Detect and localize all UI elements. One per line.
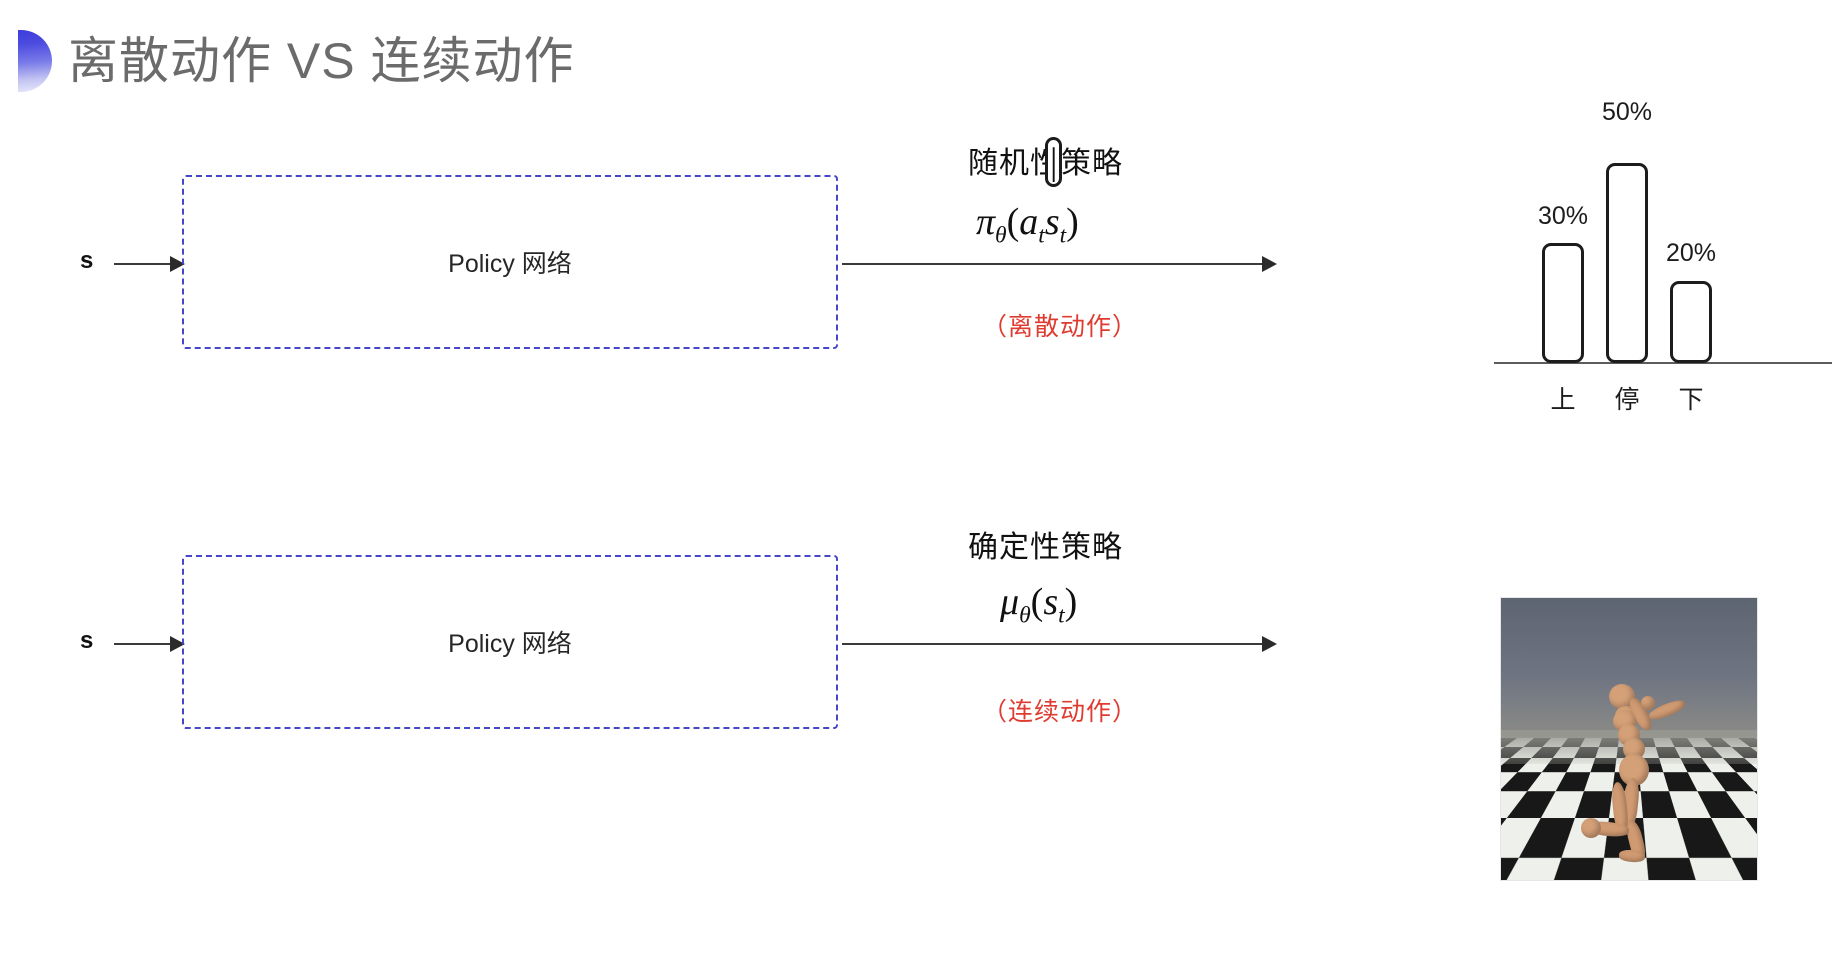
flow-arrow-head-continuous: [1262, 636, 1277, 652]
chart-x-axis: [1494, 362, 1832, 364]
bar-value-0: 30%: [1537, 202, 1589, 230]
flow-arrow-head-discrete: [1262, 256, 1277, 272]
policy-formula-discrete: πθ(at | st): [976, 136, 1079, 250]
policy-network-label-continuous: Policy 网络: [448, 630, 572, 658]
bar-2: [1670, 281, 1712, 363]
formula-head: π: [976, 201, 996, 243]
action-probability-bar-chart: 30% 上 50% 停 20% 下: [1494, 96, 1846, 426]
formula-arg1: a: [1019, 201, 1039, 243]
policy-network-box-discrete[interactable]: Policy 网络: [182, 175, 838, 349]
half-circle-gradient-icon: [18, 30, 52, 92]
bar-category-1: 停: [1614, 386, 1640, 414]
page-title: 离散动作 VS 连续动作: [68, 33, 575, 89]
policy-formula-continuous: μθ(st): [1000, 580, 1077, 630]
input-arrow-line-continuous: [114, 643, 184, 645]
humanoid-fist: [1641, 696, 1655, 710]
formula-head-sub: θ: [1019, 602, 1031, 629]
formula-arg1-sub: t: [1038, 222, 1045, 249]
formula-open-paren: (: [1030, 581, 1044, 623]
policy-network-label-discrete: Policy 网络: [448, 250, 572, 278]
input-arrow-line-discrete: [114, 263, 184, 265]
humanoid-simulation-image: [1500, 597, 1758, 881]
formula-arg1: s: [1043, 581, 1059, 623]
bar-1: [1606, 163, 1648, 363]
formula-open-paren: (: [1006, 201, 1020, 243]
flow-arrow-line-discrete: [842, 263, 1274, 265]
formula-arg1-sub: t: [1058, 602, 1065, 629]
formula-head: μ: [1000, 581, 1020, 623]
policy-kind-continuous: 确定性策略: [968, 531, 1123, 564]
input-arrow-head-continuous: [170, 636, 185, 652]
formula-close-paren: ): [1064, 581, 1078, 623]
slide-header: 离散动作 VS 连续动作: [0, 0, 1846, 118]
humanoid-knee-back: [1581, 818, 1601, 838]
input-arrow-head-discrete: [170, 256, 185, 272]
bar-category-2: 下: [1678, 386, 1704, 414]
input-state-label-continuous: s: [80, 627, 94, 654]
bar-category-0: 上: [1550, 386, 1576, 414]
formula-close-paren: ): [1066, 201, 1079, 243]
action-kind-discrete: （离散动作）: [982, 313, 1139, 341]
flow-arrow-line-continuous: [842, 643, 1274, 645]
bar-0: [1542, 243, 1584, 363]
bar-value-2: 20%: [1665, 239, 1717, 267]
formula-bar: |: [1044, 136, 1063, 187]
action-kind-continuous: （连续动作）: [982, 698, 1139, 726]
formula-arg2-sub: t: [1059, 222, 1067, 249]
formula-arg2: s: [1044, 201, 1060, 243]
policy-network-box-continuous[interactable]: Policy 网络: [182, 555, 838, 729]
bar-value-1: 50%: [1601, 98, 1653, 126]
input-state-label-discrete: s: [80, 247, 94, 274]
formula-head-sub: θ: [995, 222, 1007, 249]
